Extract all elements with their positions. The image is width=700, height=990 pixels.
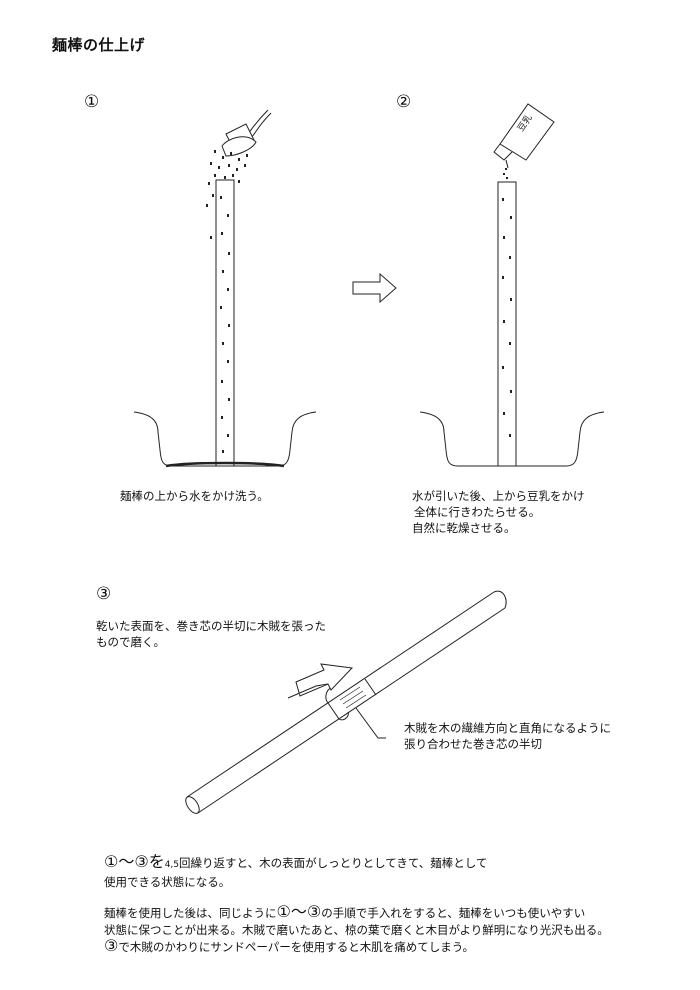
step2-caption: 水が引いた後、上から豆乳をかけ 全体に行きわたらせる。 自然に乾燥させる。 (412, 488, 585, 536)
rolling-pin-2 (497, 181, 517, 467)
notes-section: ①〜③を4,5回繰り返すと、木の表面がしっとりとしてきて、麺棒として 使用できる… (104, 852, 684, 956)
rolling-pin-1 (215, 179, 235, 467)
rolling-pin-diagonal (185, 590, 507, 814)
annotation-leader-line (355, 707, 386, 739)
back-forth-arrow-icon (287, 663, 354, 699)
step3-annotation: 木賊を木の繊維方向と直角になるように 張り合わせた巻き芯の半切 (404, 720, 611, 752)
note-para1-line2: 使用できる状態になる。 (104, 874, 231, 889)
rolling-pin-2-drops (502, 198, 512, 437)
step3-caption: 乾いた表面を、巻き芯の半切に木賊を張った もので磨く。 (96, 618, 326, 650)
step2-caption-line: 全体に行きわたらせる。 (414, 505, 541, 519)
step3-number: ③ (96, 584, 112, 604)
step2-number: ② (396, 92, 412, 112)
note-para2-line1: 麺棒を使用した後は、同じように①〜③の手順で手入れをすると、麺棒をいつも使いやす… (104, 902, 586, 921)
right-arrow-icon (352, 272, 397, 304)
note-para2-line3: ③で木賊のかわりにサンドペーパーを使用すると木肌を痛めてしまう。 (104, 936, 475, 955)
step2-caption-line: 自然に乾燥させる。 (412, 521, 516, 535)
step3-caption-line: もので磨く。 (96, 635, 165, 649)
rolling-pin-1-drops (220, 196, 230, 453)
note-para1-line1: ①〜③を4,5回繰り返すと、木の表面がしっとりとしてきて、麺棒として (104, 852, 488, 871)
basin-2 (419, 411, 605, 467)
step3-annotation-line: 木賊を木の繊維方向と直角になるように (404, 721, 611, 735)
basin-1 (133, 411, 317, 468)
step2-caption-line: 水が引いた後、上から豆乳をかけ (412, 489, 585, 503)
step3-annotation-line: 張り合わせた巻き芯の半切 (404, 737, 542, 751)
soy-milk-stream (503, 168, 508, 179)
step3-caption-line: 乾いた表面を、巻き芯の半切に木賊を張った (96, 619, 326, 633)
step1-caption: 麺棒の上から水をかけ洗う。 (120, 489, 269, 503)
page-title: 麺棒の仕上げ (52, 36, 146, 54)
note-para2-line2: 状態に保つことが出来る。木賊で磨いたあと、椋の葉で磨くと木目がより鮮明になり光沢… (104, 922, 609, 937)
shower-head-icon (221, 109, 272, 157)
soy-milk-carton-icon (493, 103, 555, 169)
step1-number: ① (84, 92, 100, 112)
rolling-pin-wood-grain (339, 686, 367, 709)
